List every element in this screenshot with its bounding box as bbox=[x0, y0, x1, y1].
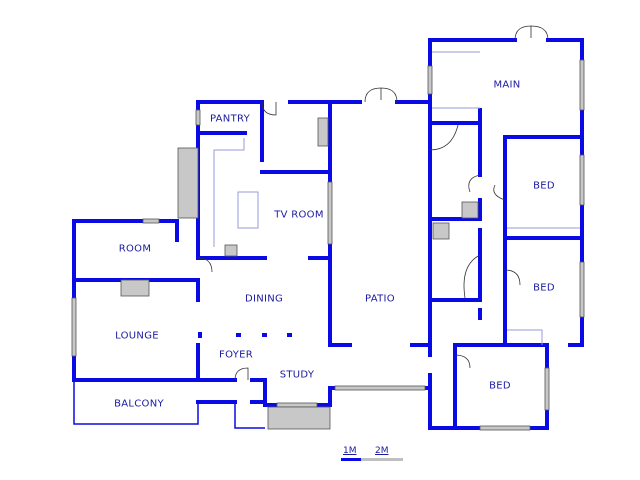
scale-label-2m: 2M bbox=[375, 446, 389, 456]
fixtures bbox=[120, 51, 580, 345]
room-label-dining: DINING bbox=[244, 293, 284, 305]
shower-icon bbox=[461, 201, 479, 219]
room-label-bed-3: BED bbox=[489, 380, 511, 392]
room-label-study: STUDY bbox=[279, 369, 315, 381]
scale-label-1m: 1M bbox=[343, 446, 357, 456]
stove-icon bbox=[224, 244, 238, 257]
room-label-bed-2: BED bbox=[533, 282, 555, 294]
kitchen-island bbox=[237, 191, 259, 229]
room-label-balcony: BALCONY bbox=[114, 398, 164, 410]
room-label-main: MAIN bbox=[493, 79, 521, 91]
room-label-pantry: PANTRY bbox=[209, 113, 251, 125]
columns bbox=[198, 332, 292, 338]
room-label-lounge: LOUNGE bbox=[115, 330, 159, 342]
scale-bar bbox=[341, 458, 403, 461]
room-label-bed-1: BED bbox=[533, 180, 555, 192]
windows bbox=[71, 59, 585, 431]
room-label-room: ROOM bbox=[118, 243, 152, 255]
balcony-outline bbox=[73, 380, 265, 429]
shower-icon bbox=[432, 222, 450, 240]
fireplace-icon bbox=[120, 279, 150, 297]
doors bbox=[197, 25, 549, 381]
room-label-tv-room: TV ROOM bbox=[274, 209, 324, 221]
room-label-foyer: FOYER bbox=[219, 349, 253, 361]
room-label-patio: PATIO bbox=[365, 293, 395, 305]
